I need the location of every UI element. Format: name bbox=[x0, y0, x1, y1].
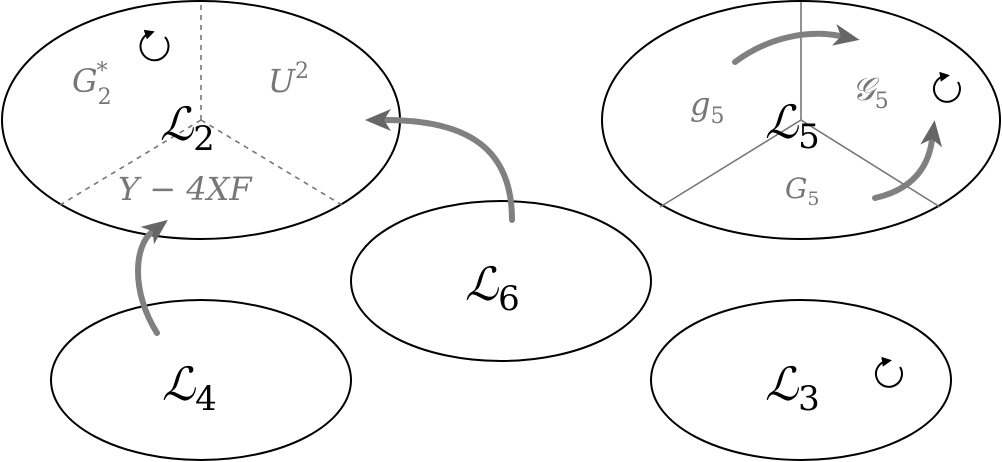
node-l2-label: ℒ2 bbox=[160, 97, 215, 159]
node-l4: ℒ4 bbox=[50, 299, 352, 461]
l5-internal-arrow-right bbox=[872, 120, 943, 201]
l2-region-u2: U2 bbox=[268, 59, 309, 100]
node-l5-label: ℒ5 bbox=[765, 95, 820, 157]
l5-region-capg5: G5 bbox=[785, 172, 819, 210]
l5-divider-left bbox=[659, 119, 802, 208]
node-l3-ellipse bbox=[650, 299, 952, 461]
node-l3: ℒ3 bbox=[650, 299, 952, 461]
node-l4-label: ℒ4 bbox=[162, 357, 217, 419]
l5-divider-right bbox=[800, 119, 941, 208]
node-l5: g5 𝒢5 G5 ℒ5 bbox=[601, 0, 1001, 240]
l2-divider-right bbox=[200, 119, 343, 206]
l5-region-calg5: 𝒢5 bbox=[852, 70, 889, 114]
l3-self-loop-icon bbox=[875, 356, 903, 388]
l5-internal-arrow-top bbox=[732, 24, 860, 65]
node-l5-ellipse bbox=[601, 0, 1001, 240]
l2-region-g2star: G*2 bbox=[72, 59, 112, 110]
edge-l6-to-l2-arrow bbox=[365, 109, 515, 223]
l2-region-y4xf: Y − 4XF bbox=[118, 170, 253, 208]
l2-self-loop-icon bbox=[139, 29, 170, 62]
l5-self-loop-icon bbox=[933, 71, 961, 103]
node-l6-label: ℒ6 bbox=[465, 257, 520, 319]
node-l2: G*2 U2 Y − 4XF ℒ2 bbox=[1, 0, 401, 240]
edge-l4-to-l2-arrow bbox=[135, 219, 168, 336]
node-l4-ellipse bbox=[50, 299, 352, 461]
l5-region-g5: g5 bbox=[690, 85, 724, 129]
node-l3-label: ℒ3 bbox=[765, 357, 820, 419]
l2-divider-left bbox=[59, 119, 202, 206]
node-l6: ℒ6 bbox=[350, 200, 652, 362]
node-l6-ellipse bbox=[350, 200, 652, 362]
